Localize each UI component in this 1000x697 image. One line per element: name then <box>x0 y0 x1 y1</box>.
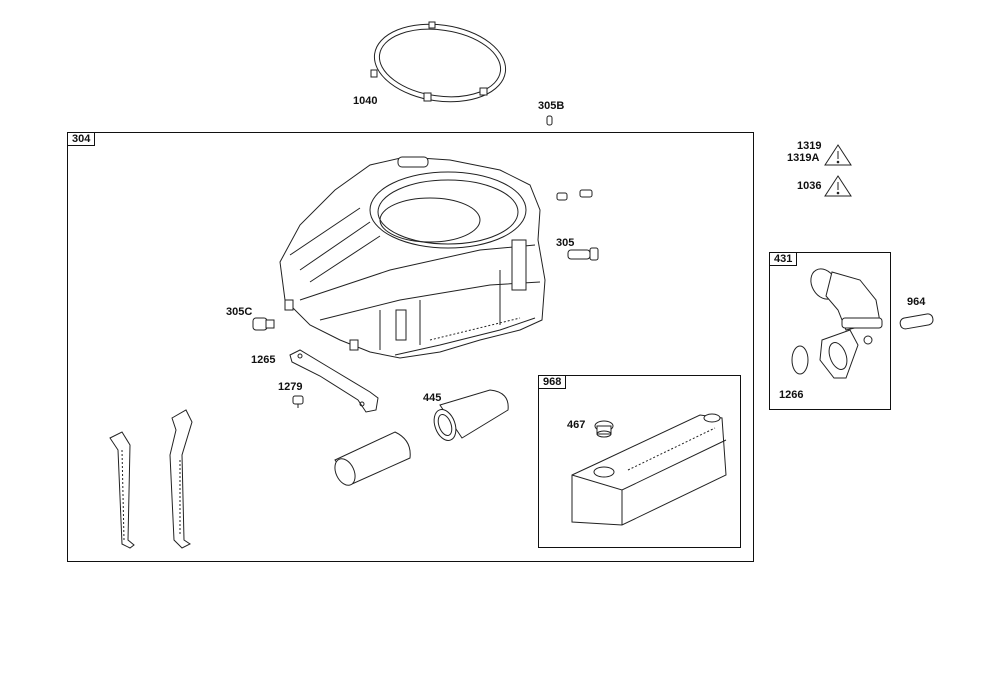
group-frame-431 <box>769 252 891 410</box>
callout-1265[interactable]: 1265 <box>251 354 276 366</box>
part-968-fuel-tank[interactable] <box>571 413 727 526</box>
callout-964[interactable]: 964 <box>907 296 926 308</box>
part-wrench-left[interactable] <box>109 431 135 549</box>
part-431-intake-elbow[interactable] <box>806 264 883 379</box>
part-1265-bracket[interactable] <box>289 349 379 413</box>
callout-445[interactable]: 445 <box>423 392 442 404</box>
callout-305[interactable]: 305 <box>556 237 575 249</box>
callout-467[interactable]: 467 <box>567 419 586 431</box>
part-445-filter[interactable] <box>430 389 509 443</box>
blower-housing[interactable] <box>279 156 546 359</box>
callout-1040[interactable]: 1040 <box>353 95 378 107</box>
callout-1319[interactable]: 1319 <box>797 140 822 152</box>
callout-1319a[interactable]: 1319A <box>787 152 820 164</box>
part-1266-gasket[interactable] <box>791 345 809 375</box>
part-wrench-right[interactable] <box>169 409 193 549</box>
part-1040-ring[interactable] <box>369 16 510 110</box>
part-467-cap[interactable] <box>594 420 614 438</box>
warning-triangle-icon <box>824 144 852 166</box>
part-964-pin[interactable] <box>899 313 934 330</box>
part-tube[interactable] <box>331 431 411 488</box>
callout-1036[interactable]: 1036 <box>797 180 822 192</box>
group-label-304[interactable]: 304 <box>68 133 96 146</box>
group-label-431[interactable]: 431 <box>770 253 798 266</box>
part-305c-screw[interactable] <box>252 317 275 331</box>
part-305-screws[interactable] <box>556 189 599 261</box>
callout-1279[interactable]: 1279 <box>278 381 303 393</box>
part-305b-screw[interactable] <box>546 115 553 126</box>
callout-1266[interactable]: 1266 <box>779 389 804 401</box>
part-1279-screw[interactable] <box>292 395 304 408</box>
group-label-968[interactable]: 968 <box>539 376 567 389</box>
callout-305c[interactable]: 305C <box>226 306 253 318</box>
group-frame-304 <box>67 132 754 562</box>
warning-triangle-icon <box>824 175 852 197</box>
callout-305b[interactable]: 305B <box>538 100 565 112</box>
group-frame-968 <box>538 375 741 548</box>
